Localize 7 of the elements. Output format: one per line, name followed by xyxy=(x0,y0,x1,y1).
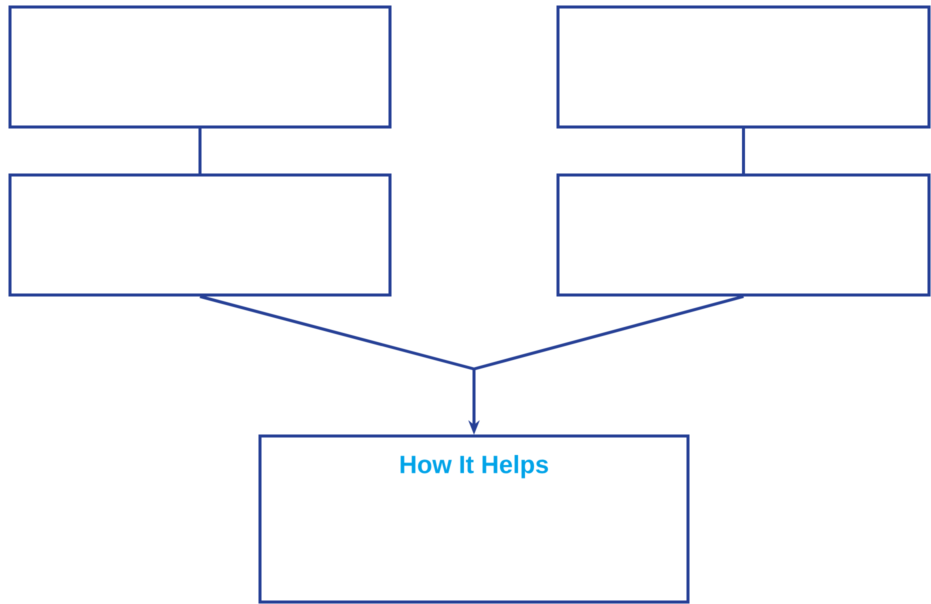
empty-box xyxy=(556,173,930,296)
empty-box xyxy=(8,5,392,128)
connector-line xyxy=(742,128,745,174)
empty-box xyxy=(556,5,930,128)
empty-box xyxy=(8,173,392,296)
connector-line xyxy=(198,128,202,174)
text-box: How It Helps xyxy=(258,434,690,604)
